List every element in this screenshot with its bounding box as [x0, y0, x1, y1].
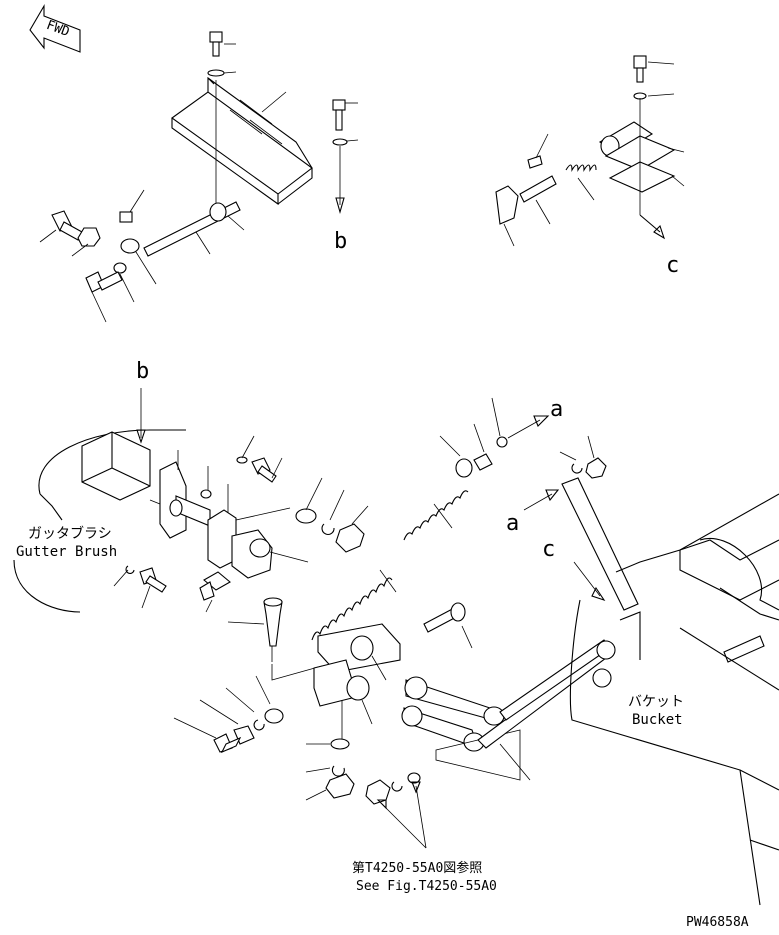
fwd-label: FWD [44, 18, 71, 40]
bottom-assembly: b [13, 359, 779, 906]
fwd-arrow-icon: FWD [29, 3, 81, 53]
gutter-brush-en-label: Gutter Brush [16, 544, 117, 560]
drawing-number: PW46858A [686, 915, 749, 930]
view-c-callout: c [542, 537, 555, 562]
see-fig-jp-label: 第T4250-55A0図参照 [352, 860, 482, 876]
view-a-callout-top: a [550, 397, 563, 422]
top-left-assembly: b [39, 31, 359, 323]
bolt-icon [207, 31, 237, 77]
view-a-callout-bottom: a [506, 511, 519, 536]
view-b-callout: b [136, 359, 149, 384]
bucket-en-label: Bucket [632, 712, 683, 728]
bucket-jp-label: バケット [628, 694, 684, 710]
top-right-assembly: c [495, 55, 685, 278]
view-c-label: c [666, 253, 679, 278]
view-b-label: b [334, 229, 347, 254]
see-fig-en-label: See Fig.T4250-55A0 [356, 879, 497, 894]
gutter-brush-jp-label: ガッタブラシ [28, 525, 112, 542]
